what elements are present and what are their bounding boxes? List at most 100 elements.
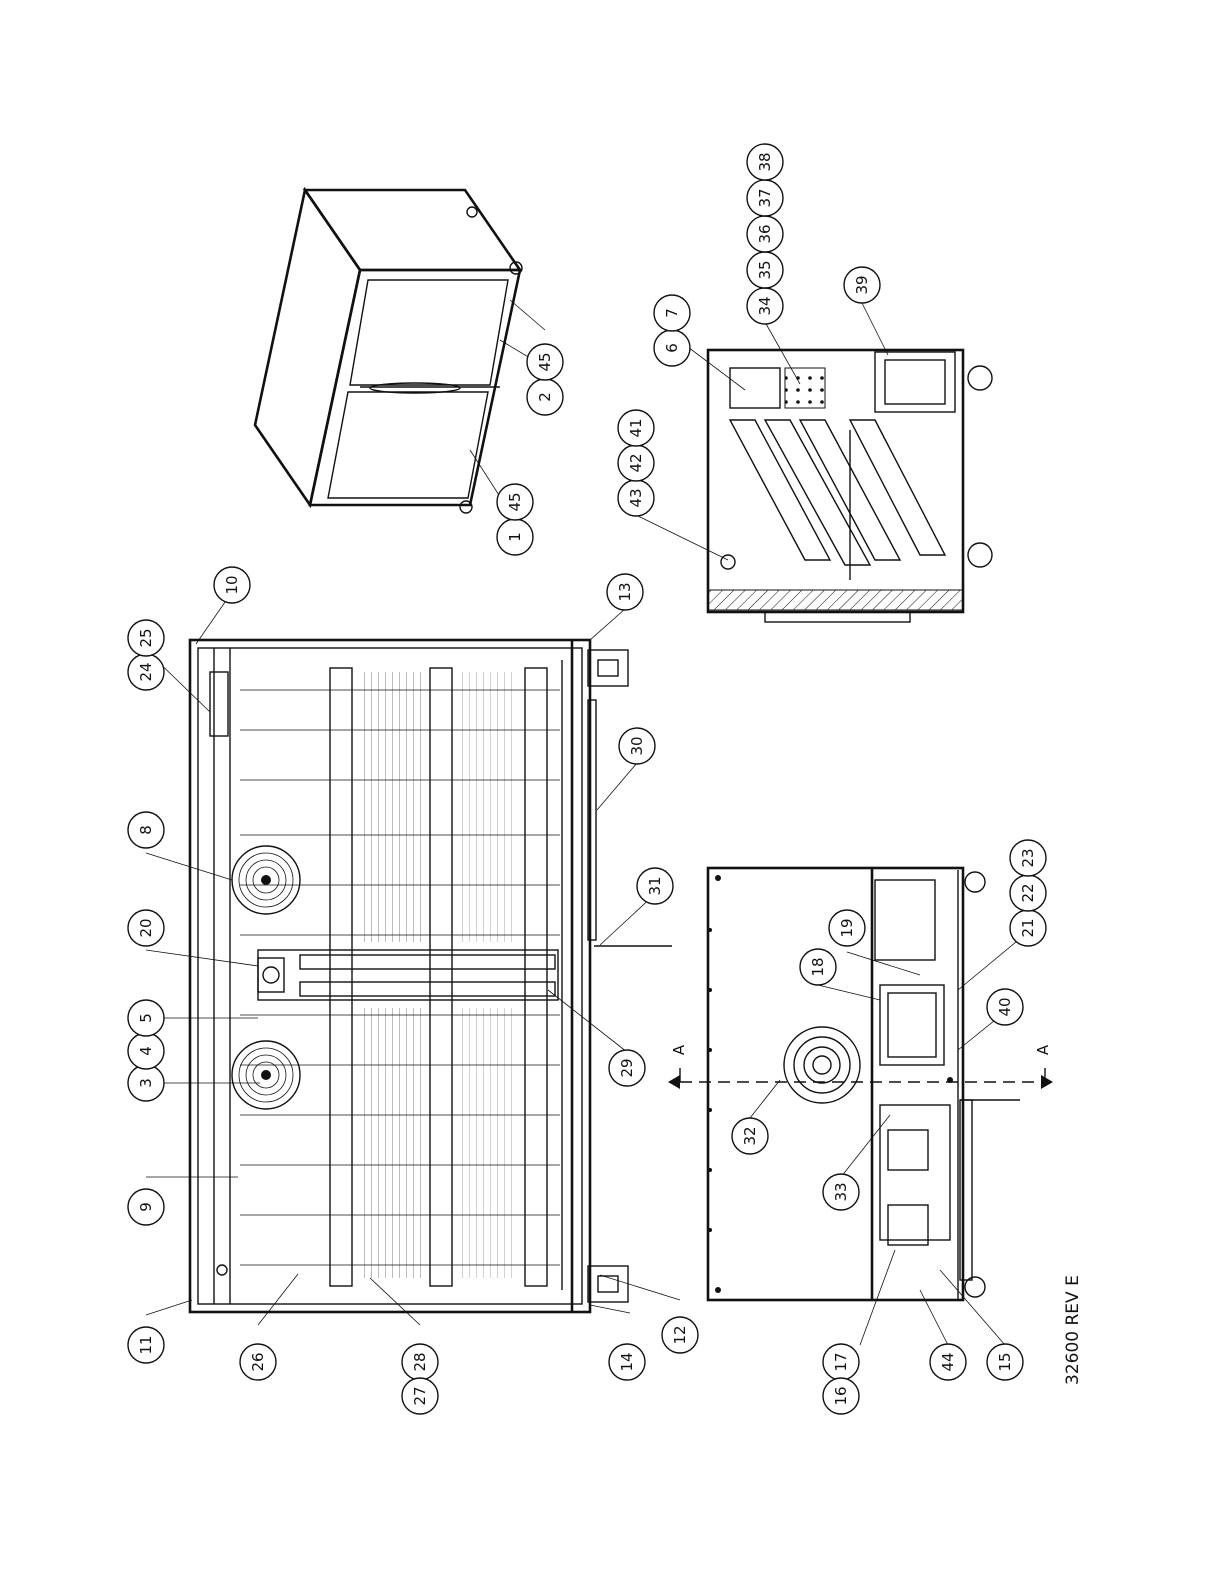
callout-bubble: 9: [128, 1189, 164, 1225]
callout-bubble: 44: [930, 1344, 966, 1380]
section-label-left: A: [670, 1044, 688, 1055]
fan-icon: [232, 846, 300, 914]
svg-text:6: 6: [663, 343, 681, 353]
svg-text:7: 7: [663, 308, 681, 318]
svg-text:35: 35: [756, 260, 774, 279]
svg-text:19: 19: [838, 918, 856, 937]
callout-bubble: 33: [823, 1174, 859, 1210]
svg-text:18: 18: [809, 957, 827, 976]
callout-bubble: 15: [987, 1344, 1023, 1380]
callout-bubble: 30: [619, 728, 655, 764]
section-label-right: A: [1034, 1044, 1052, 1055]
callout-bubble: 35: [747, 252, 783, 288]
svg-text:31: 31: [646, 876, 664, 895]
callout-bubble: 27: [402, 1378, 438, 1414]
callout-bubble: 13: [607, 574, 643, 610]
callout-bubble: 1: [497, 519, 533, 555]
callout-bubble: 29: [609, 1050, 645, 1086]
callout-bubble: 8: [128, 812, 164, 848]
svg-text:23: 23: [1019, 848, 1037, 867]
main-cabinet-view: [190, 640, 672, 1312]
svg-text:12: 12: [671, 1325, 689, 1344]
callout-bubble: 16: [823, 1378, 859, 1414]
svg-text:45: 45: [506, 492, 524, 511]
svg-text:16: 16: [832, 1386, 850, 1405]
svg-text:44: 44: [939, 1352, 957, 1371]
callout-bubble: 45: [527, 344, 563, 380]
callout-bubble: 36: [747, 216, 783, 252]
callout-bubbles: 3 4 5 20 8 9 24 25 11 10 26 28 27 14 12 …: [128, 144, 1046, 1414]
svg-text:27: 27: [411, 1386, 429, 1405]
svg-text:14: 14: [618, 1352, 636, 1371]
callout-bubble: 45: [497, 484, 533, 520]
section-view: [708, 350, 992, 622]
callout-bubble: 14: [609, 1344, 645, 1380]
svg-text:21: 21: [1019, 918, 1037, 937]
svg-text:34: 34: [756, 296, 774, 315]
callout-bubble: 26: [240, 1344, 276, 1380]
svg-text:37: 37: [756, 188, 774, 207]
callout-bubble: 41: [618, 410, 654, 446]
callout-bubble: 3: [128, 1065, 164, 1101]
svg-text:4: 4: [137, 1046, 155, 1056]
svg-text:30: 30: [628, 736, 646, 755]
callout-bubble: 7: [654, 295, 690, 331]
svg-text:26: 26: [249, 1352, 267, 1371]
svg-text:22: 22: [1019, 883, 1037, 902]
svg-text:20: 20: [137, 918, 155, 937]
callout-bubble: 5: [128, 1000, 164, 1036]
svg-text:2: 2: [536, 392, 554, 402]
svg-text:38: 38: [756, 152, 774, 171]
svg-text:42: 42: [627, 453, 645, 472]
callout-bubble: 4: [128, 1033, 164, 1069]
callout-bubble: 28: [402, 1344, 438, 1380]
callout-bubble: 18: [800, 949, 836, 985]
svg-text:43: 43: [627, 488, 645, 507]
svg-text:45: 45: [536, 352, 554, 371]
callout-bubble: 39: [844, 267, 880, 303]
callout-bubble: 42: [618, 445, 654, 481]
callout-bubble: 6: [654, 330, 690, 366]
svg-text:36: 36: [756, 224, 774, 243]
callout-bubble: 12: [662, 1317, 698, 1353]
callout-bubble: 20: [128, 910, 164, 946]
svg-text:32: 32: [741, 1126, 759, 1145]
callout-bubble: 37: [747, 180, 783, 216]
svg-text:39: 39: [853, 275, 871, 294]
fan-icon: [232, 1041, 300, 1109]
svg-text:1: 1: [506, 532, 524, 542]
callout-bubble: 11: [128, 1327, 164, 1363]
callout-bubble: 10: [214, 567, 250, 603]
svg-text:33: 33: [832, 1182, 850, 1201]
svg-text:24: 24: [137, 662, 155, 681]
svg-text:29: 29: [618, 1058, 636, 1077]
callout-bubble: 21: [1010, 910, 1046, 946]
svg-text:17: 17: [832, 1352, 850, 1371]
callout-bubble: 24: [128, 654, 164, 690]
svg-text:9: 9: [137, 1202, 155, 1212]
drawing-number: 32600 REV E: [1063, 1275, 1083, 1385]
callout-bubble: 2: [527, 379, 563, 415]
callout-bubble: 23: [1010, 840, 1046, 876]
callout-bubble: 22: [1010, 875, 1046, 911]
svg-text:11: 11: [137, 1335, 155, 1354]
callout-bubble: 38: [747, 144, 783, 180]
svg-text:5: 5: [137, 1013, 155, 1023]
svg-text:28: 28: [411, 1352, 429, 1371]
svg-text:15: 15: [996, 1352, 1014, 1371]
svg-text:41: 41: [627, 418, 645, 437]
callout-bubble: 17: [823, 1344, 859, 1380]
svg-text:25: 25: [137, 628, 155, 647]
callout-bubble: 31: [637, 868, 673, 904]
callout-bubble: 40: [987, 989, 1023, 1025]
svg-text:40: 40: [996, 997, 1014, 1016]
callout-bubble: 34: [747, 288, 783, 324]
svg-text:3: 3: [137, 1078, 155, 1088]
callout-bubble: 25: [128, 620, 164, 656]
svg-text:8: 8: [137, 825, 155, 835]
svg-text:13: 13: [616, 582, 634, 601]
callout-bubble: 43: [618, 480, 654, 516]
callout-bubble: 19: [829, 910, 865, 946]
callout-bubble: 32: [732, 1118, 768, 1154]
